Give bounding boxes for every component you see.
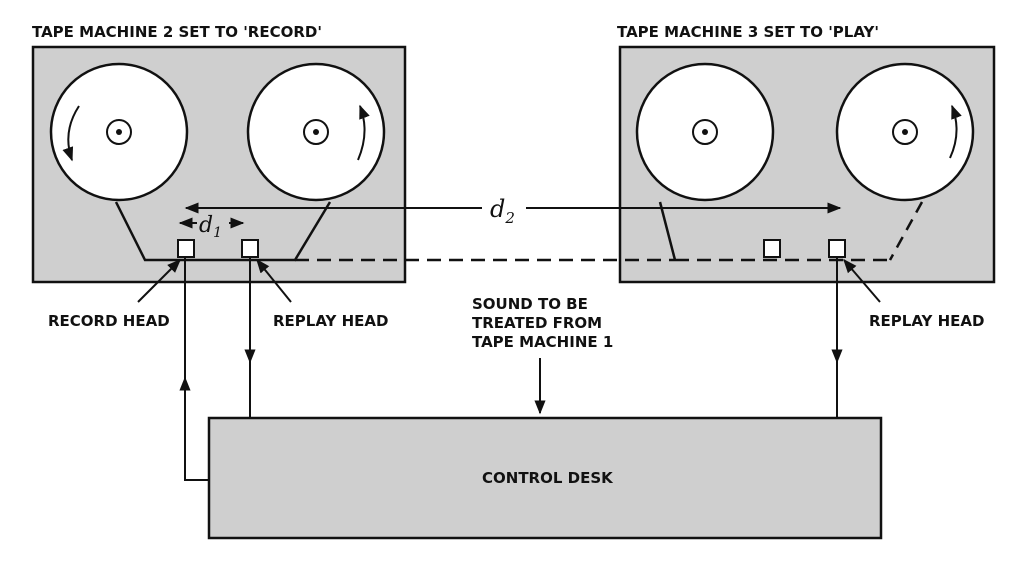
- d2-label: d2: [490, 195, 515, 227]
- desk-to-record-line: [184, 258, 209, 481]
- machine-3-tape-path-dashed: [888, 201, 924, 261]
- machine-2-title: TAPE MACHINE 2 SET TO 'RECORD': [32, 23, 322, 41]
- control-desk: CONTROL DESK: [207, 416, 883, 540]
- svg-text:SOUND TO BE: SOUND TO BE: [472, 295, 588, 313]
- svg-text:TAPE MACHINE 1: TAPE MACHINE 1: [472, 333, 613, 351]
- record-head-pointer: [137, 259, 181, 303]
- d1-label: d1: [199, 213, 222, 241]
- machine-2-tape-path: [114, 201, 332, 262]
- tape-machine-3: TAPE MACHINE 3 SET TO 'PLAY': [617, 23, 996, 284]
- machine-2-right-reel: [246, 62, 386, 202]
- machine-3-erase-head: [763, 239, 781, 258]
- machine-3-left-reel: [635, 62, 775, 202]
- reel-rotation-arrow-icon: [949, 104, 962, 159]
- source-note: SOUND TO BE TREATED FROM TAPE MACHINE 1: [472, 295, 613, 351]
- machine-2-replay-head-label: REPLAY HEAD: [273, 312, 388, 330]
- replay-head-pointer-3: [843, 258, 881, 303]
- machine-2-left-reel: [49, 62, 189, 202]
- control-desk-label: CONTROL DESK: [482, 469, 614, 487]
- machine-3-right-reel: [835, 62, 975, 202]
- machine-3-replay-head-label: REPLAY HEAD: [869, 312, 984, 330]
- svg-text:TREATED FROM: TREATED FROM: [472, 314, 602, 332]
- tape-machine-2: TAPE MACHINE 2 SET TO 'RECORD' d1: [31, 23, 407, 284]
- replay-head-pointer-2: [256, 258, 292, 303]
- machine-3-title: TAPE MACHINE 3 SET TO 'PLAY': [617, 23, 879, 41]
- machine-2-replay-head: [241, 239, 259, 258]
- reel-rotation-arrow-icon: [62, 105, 80, 162]
- machine-3-replay-head: [828, 239, 846, 258]
- record-head: [177, 239, 195, 258]
- reel-rotation-arrow-icon: [357, 104, 370, 161]
- record-head-label: RECORD HEAD: [48, 312, 170, 330]
